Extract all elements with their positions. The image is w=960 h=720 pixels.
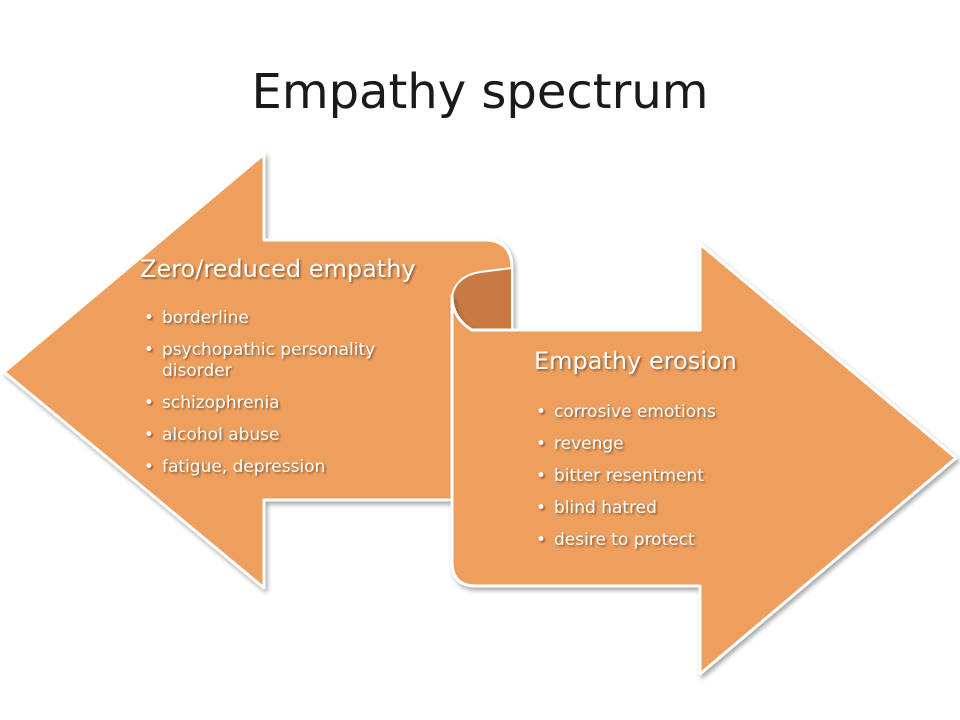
list-item: •psychopathic personality disorder: [144, 340, 376, 381]
slide-title: Empathy spectrum: [251, 64, 709, 120]
left-arrow-list: •borderline •psychopathic personality di…: [142, 308, 442, 489]
list-item: •bitter resentment: [536, 466, 704, 486]
bullet-icon: •: [536, 466, 547, 486]
list-item: •alcohol abuse: [144, 425, 280, 445]
bullet-icon: •: [536, 402, 547, 422]
list-item: •desire to protect: [536, 530, 695, 550]
list-item: •borderline: [144, 308, 249, 328]
bullet-icon: •: [144, 425, 155, 445]
right-arrow-heading: Empathy erosion: [534, 347, 737, 375]
left-arrow-heading: Zero/reduced empathy: [140, 255, 416, 283]
list-item: •fatigue, depression: [144, 457, 326, 477]
list-item: •corrosive emotions: [536, 402, 716, 422]
bullet-icon: •: [144, 393, 155, 413]
right-arrow-list: •corrosive emotions •revenge •bitter res…: [534, 402, 794, 562]
bullet-icon: •: [536, 530, 547, 550]
bullet-icon: •: [536, 434, 547, 454]
right-arrow-shape: [450, 242, 958, 676]
bullet-icon: •: [144, 308, 155, 328]
list-item: •blind hatred: [536, 498, 657, 518]
list-item: •revenge: [536, 434, 624, 454]
bullet-icon: •: [144, 340, 155, 360]
list-item: •schizophrenia: [144, 393, 280, 413]
bullet-icon: •: [144, 457, 155, 477]
bullet-icon: •: [536, 498, 547, 518]
